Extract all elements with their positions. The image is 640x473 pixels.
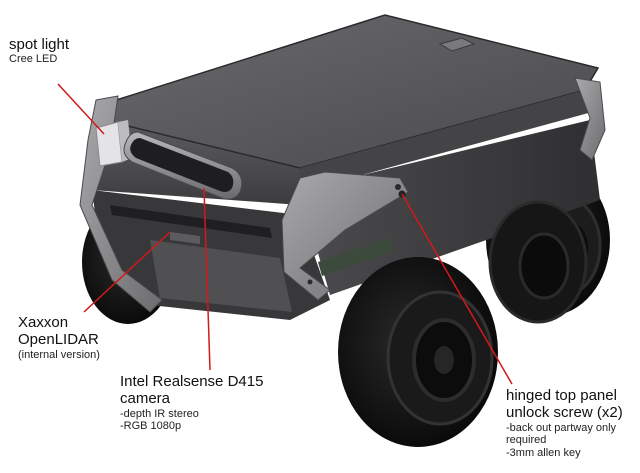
realsense-camera bbox=[123, 131, 243, 200]
label-camera-title-line-1: Intel Realsense D415 bbox=[120, 373, 264, 390]
label-spot-light-title: spot light bbox=[9, 36, 70, 53]
label-spot-light-detail: Cree LED bbox=[9, 53, 58, 66]
label-camera-detail-1: -depth IR stereo bbox=[120, 407, 199, 420]
label-camera: Intel Realsense D415 camera -depth IR st… bbox=[120, 373, 263, 433]
label-screw: hinged top panel unlock screw (x2) -back… bbox=[506, 387, 623, 459]
label-lidar-detail: (internal version) bbox=[18, 348, 100, 361]
leader-line-camera bbox=[203, 187, 211, 371]
label-screw-detail-3: -3mm allen key bbox=[506, 446, 581, 459]
label-lidar: Xaxxon OpenLIDAR (internal version) bbox=[18, 314, 100, 361]
label-lidar-title-line-1: Xaxxon bbox=[18, 314, 69, 331]
front-right-frame bbox=[281, 171, 409, 301]
label-spot-light: spot light Cree LED bbox=[9, 36, 69, 66]
label-screw-title-line-1: hinged top panel bbox=[506, 387, 617, 404]
openlidar-unit bbox=[110, 205, 272, 244]
label-screw-detail-1: -back out partway only bbox=[506, 421, 617, 434]
front-left-wheel bbox=[338, 257, 498, 447]
rear-right-frame bbox=[574, 77, 606, 161]
front-right-wheel-hub bbox=[488, 200, 588, 324]
leader-lines bbox=[57, 83, 513, 385]
leader-line-screw bbox=[401, 193, 513, 385]
leader-line-lidar bbox=[83, 231, 171, 313]
label-screw-detail-2: required bbox=[506, 434, 547, 447]
label-camera-detail-2: -RGB 1080p bbox=[120, 420, 182, 433]
label-camera-title-line-2: camera bbox=[120, 390, 171, 408]
leader-line-spot-light bbox=[57, 83, 105, 135]
label-screw-title-line-2: unlock screw (x2) bbox=[506, 404, 623, 422]
label-lidar-title-line-2: OpenLIDAR bbox=[18, 331, 99, 349]
